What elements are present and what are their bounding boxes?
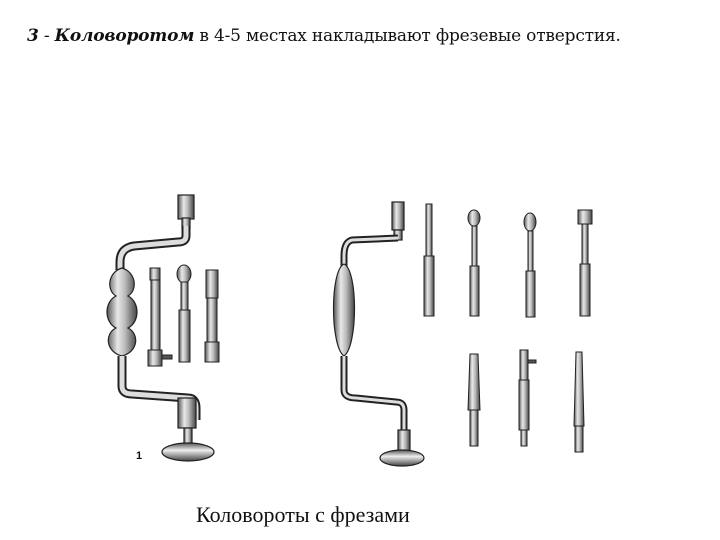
heading-number: 3 [27,26,39,46]
heading-term: Коловоротом [54,26,195,46]
bit-7 [577,209,593,317]
figure-number: 1 [136,450,143,462]
heading-separator: - [38,26,55,46]
slide-heading: 3 - Коловоротом в 4-5 местах накладывают… [27,26,717,46]
bit-1 [147,267,173,367]
figure-caption: Коловороты с фрезами [196,502,410,527]
bit-2 [176,264,192,363]
bit-9 [518,349,537,447]
bit-10 [573,351,585,453]
bit-6 [523,212,537,318]
bit-3 [204,269,220,363]
brace-left [106,194,215,462]
bit-4 [423,203,435,317]
bit-5 [467,209,481,317]
brace-right [332,201,425,467]
bit-8 [467,353,481,447]
heading-text: в 4-5 местах накладывают фрезевые отверс… [194,26,621,46]
